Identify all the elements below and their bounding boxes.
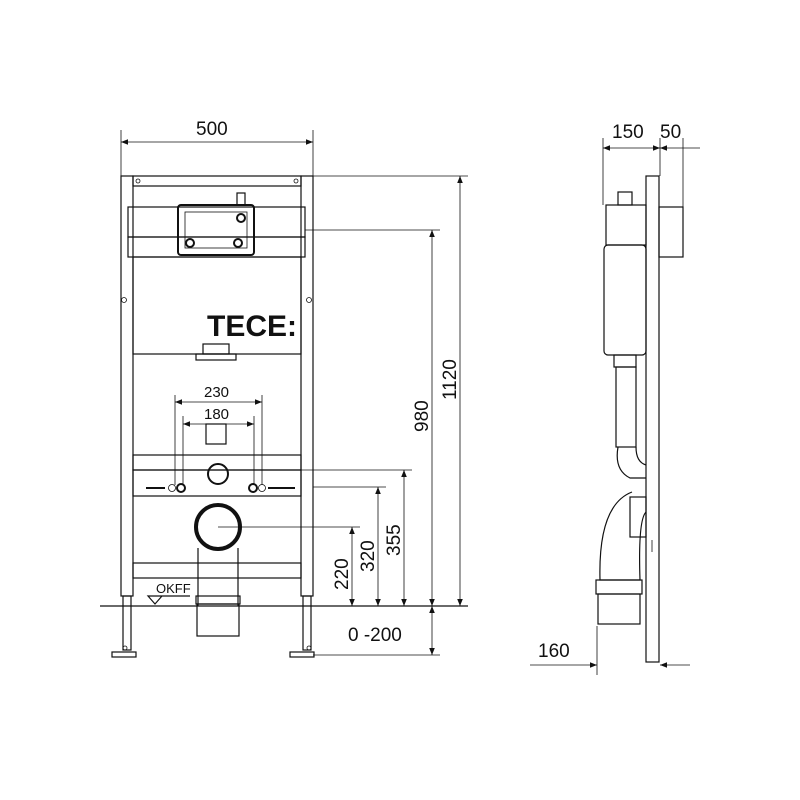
side-view: 150 50 160 bbox=[530, 122, 700, 675]
flush-control-box bbox=[177, 204, 255, 256]
left-foot bbox=[111, 651, 137, 658]
brand-logo: TECE: bbox=[207, 310, 297, 343]
dim-spacing-outer: 230 bbox=[204, 384, 229, 401]
dim-depth-frame: 150 bbox=[612, 122, 644, 143]
upper-crossbar bbox=[132, 454, 302, 471]
right-rail bbox=[300, 175, 314, 597]
cistern-top bbox=[127, 206, 306, 238]
lower-crossbar bbox=[132, 562, 302, 579]
dim-below-floor: 0 -200 bbox=[348, 625, 402, 646]
dim-depth-bottom: 160 bbox=[538, 641, 570, 662]
dim-height-total: 1120 bbox=[440, 359, 461, 400]
drain-bend bbox=[599, 491, 647, 581]
dim-width: 500 bbox=[196, 119, 228, 140]
dim-depth-plate: 50 bbox=[660, 122, 681, 143]
dim-spacing-inner: 180 bbox=[204, 406, 229, 423]
front-view: TECE: OKFF 500 230 180 bbox=[100, 119, 468, 658]
dim-height-355: 355 bbox=[384, 524, 405, 556]
dim-height-flush: 980 bbox=[412, 400, 433, 432]
cistern-side bbox=[603, 244, 647, 356]
dim-height-320: 320 bbox=[358, 540, 379, 572]
dim-height-220: 220 bbox=[332, 558, 353, 590]
floor-label: OKFF bbox=[156, 581, 191, 596]
wall-plate bbox=[645, 175, 660, 663]
flush-plate bbox=[658, 206, 684, 258]
left-rail bbox=[120, 175, 134, 597]
right-foot bbox=[289, 651, 315, 658]
